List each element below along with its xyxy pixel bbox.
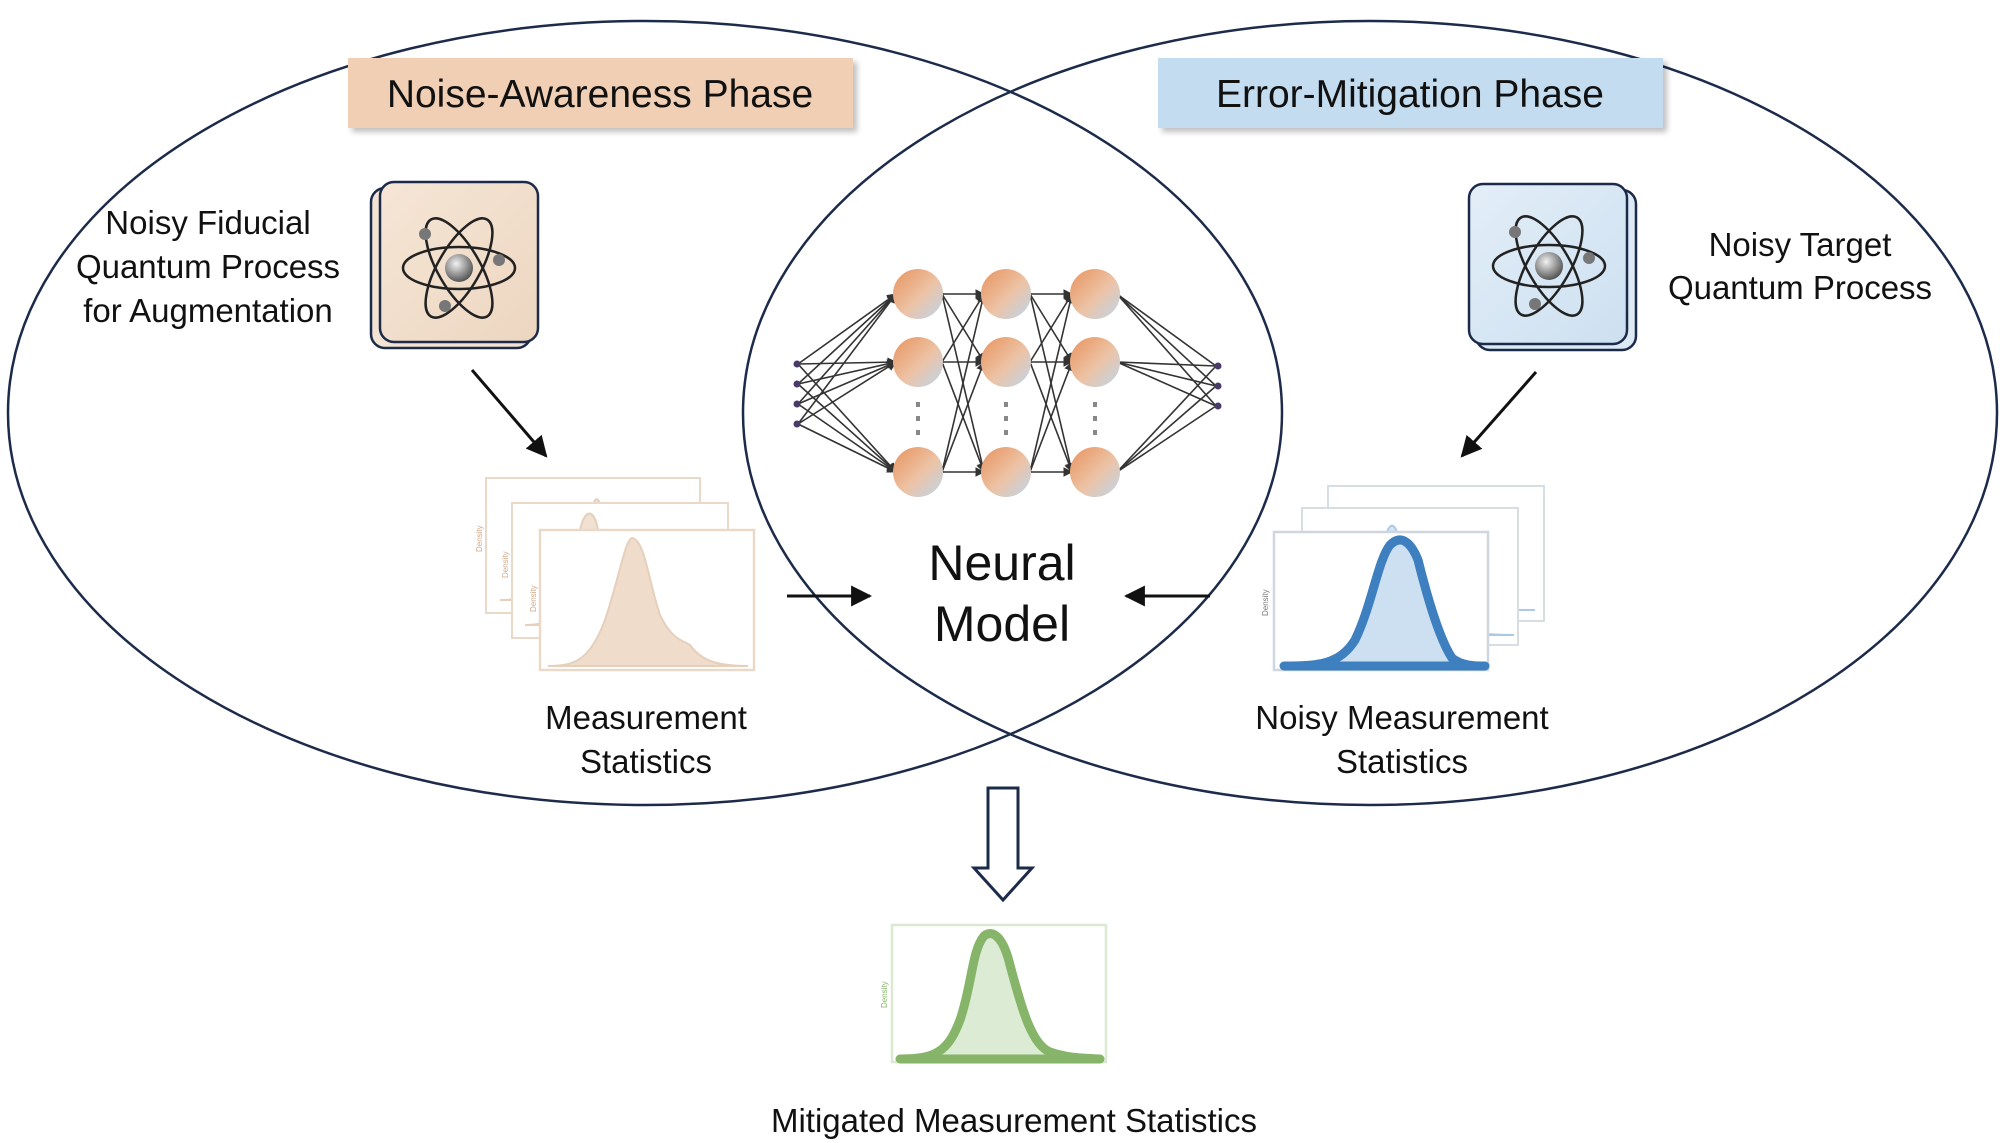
noise-awareness-ellipse	[6, 19, 1284, 807]
noisy-measurement-statistics-label: Noisy Measurement Statistics	[1255, 699, 1548, 780]
target-process-label: Noisy Target Quantum Process	[1668, 226, 1932, 306]
error-mitigation-phase-title: Error-Mitigation Phase	[1158, 58, 1663, 128]
fiducial-process-box	[369, 180, 540, 350]
fiducial-process-label: Noisy Fiducial Quantum Process for Augme…	[76, 204, 340, 329]
svg-text:Noisy Fiducial: Noisy Fiducial	[105, 204, 310, 241]
error-mitigation-ellipse	[741, 19, 1999, 807]
atom-icon	[401, 217, 517, 319]
svg-text:Neural: Neural	[928, 535, 1075, 591]
atom-icon	[1491, 215, 1607, 317]
svg-text:Measurement: Measurement	[545, 699, 747, 736]
fiducial-to-stats-arrow	[470, 369, 548, 458]
noisy-measurement-statistics-plots: Density	[1261, 485, 1545, 672]
svg-text:Quantum Process: Quantum Process	[1668, 269, 1932, 306]
svg-text:Noisy Measurement: Noisy Measurement	[1255, 699, 1548, 736]
measurement-statistics-label: Measurement Statistics	[545, 699, 747, 780]
neural-network-icon	[793, 269, 1222, 497]
svg-text:Quantum Process: Quantum Process	[76, 248, 340, 285]
svg-text:Density: Density	[501, 551, 510, 578]
mitigated-statistics-plot: Density	[880, 923, 1108, 1064]
noise-awareness-phase-title: Noise-Awareness Phase	[348, 58, 853, 128]
svg-text:Density: Density	[475, 525, 484, 552]
mitigated-statistics-label: Mitigated Measurement Statistics	[771, 1102, 1257, 1139]
target-process-box	[1467, 182, 1638, 352]
neural-model-label: Neural Model	[928, 535, 1075, 652]
svg-text:Noisy Target: Noisy Target	[1709, 226, 1892, 263]
svg-text:Density: Density	[1261, 589, 1270, 616]
svg-text:Statistics: Statistics	[580, 743, 712, 780]
measurement-statistics-plots: Density Density Density	[475, 477, 756, 672]
target-to-stats-arrow	[1460, 371, 1538, 458]
svg-text:for Augmentation: for Augmentation	[83, 292, 333, 329]
output-down-arrow	[970, 786, 1036, 903]
svg-text:Density: Density	[529, 585, 538, 612]
svg-text:Error-Mitigation Phase: Error-Mitigation Phase	[1216, 73, 1604, 116]
svg-text:Density: Density	[880, 981, 889, 1008]
svg-text:Noise-Awareness Phase: Noise-Awareness Phase	[387, 73, 813, 116]
svg-text:Model: Model	[934, 596, 1070, 652]
svg-text:Statistics: Statistics	[1336, 743, 1468, 780]
